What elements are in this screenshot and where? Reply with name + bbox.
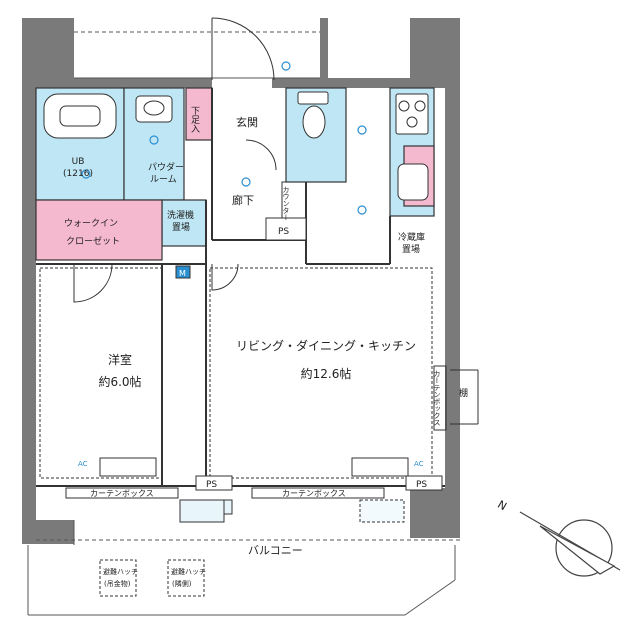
shelf-label: 棚 (457, 387, 468, 398)
ac-unit-2 (351, 457, 409, 477)
meter-label: M (179, 269, 186, 278)
compass-icon (519, 511, 621, 577)
western-room-door (73, 263, 113, 303)
ac-unit-1 (99, 457, 157, 477)
powder-room-label-2: ルーム (150, 174, 177, 185)
room-outlines (39, 267, 433, 479)
counter-label: カウンター (282, 186, 290, 221)
toilet-tank (297, 91, 329, 105)
unit-bath-size: (1216) (63, 169, 93, 179)
western-room-size: 約6.0帖 (98, 374, 141, 389)
fridge-label-2: 置場 (402, 243, 420, 255)
balcony-lines (27, 31, 460, 616)
entrance-door-swing (211, 17, 275, 81)
shoe-box-label: 下足入 (189, 106, 200, 133)
hallway-label: 廊下 (232, 193, 254, 207)
escape-hatch-1 (99, 559, 137, 597)
curtain-box-right-label: カーテンボックス (282, 489, 346, 498)
hatch-1-label-b: (吊金物) (104, 579, 131, 588)
escape-hatch-2 (167, 559, 205, 597)
walk-in-closet-label-2: クローゼット (66, 235, 120, 247)
hatch-2-label-b: (隣側) (172, 579, 192, 588)
outer-walls (22, 18, 460, 544)
curtain-box-left-label: カーテンボックス (90, 489, 154, 498)
hatch-1-label-a: 避難ハッチ (103, 567, 138, 576)
powder-room-label-1: パウダー (148, 161, 184, 173)
fixtures (43, 91, 429, 597)
walk-in-closet-area (35, 199, 163, 261)
ps-label-3: PS (416, 480, 427, 490)
toilet-bowl (302, 105, 326, 139)
ldk-size: 約12.6帖 (301, 366, 352, 381)
hatch-2-label-a: 避難ハッチ (171, 567, 206, 576)
kitchen-sink (397, 163, 429, 201)
washer-area (161, 199, 207, 247)
balcony-label: バルコニー (248, 544, 303, 557)
ceiling-lights (81, 61, 367, 215)
unit-bath-label: UB (72, 157, 85, 167)
ac-outdoor-2 (359, 499, 405, 523)
doors (73, 17, 479, 425)
entrance-label: 玄関 (236, 115, 258, 129)
ps-label-2: PS (206, 480, 217, 490)
ldk-label: リビング・ダイニング・キッチン (236, 338, 416, 353)
interior-walls (36, 88, 445, 487)
ac-label-2: AC (414, 460, 424, 468)
washer-label-2: 置場 (172, 221, 190, 233)
compass-north-label: N (495, 498, 509, 513)
ps-boxes (175, 217, 443, 491)
walk-in-closet-label-1: ウォークイン (64, 218, 118, 229)
fridge-label-1: 冷蔵庫 (398, 231, 425, 243)
curtain-box-side-label: カーテンボックス (433, 370, 441, 426)
western-room-label: 洋室 (108, 352, 132, 367)
curtain-boxes (65, 181, 447, 499)
ps-label-1: PS (278, 227, 289, 237)
washer-label-1: 洗濯機 (167, 209, 194, 221)
ac-label-1: AC (78, 460, 88, 468)
